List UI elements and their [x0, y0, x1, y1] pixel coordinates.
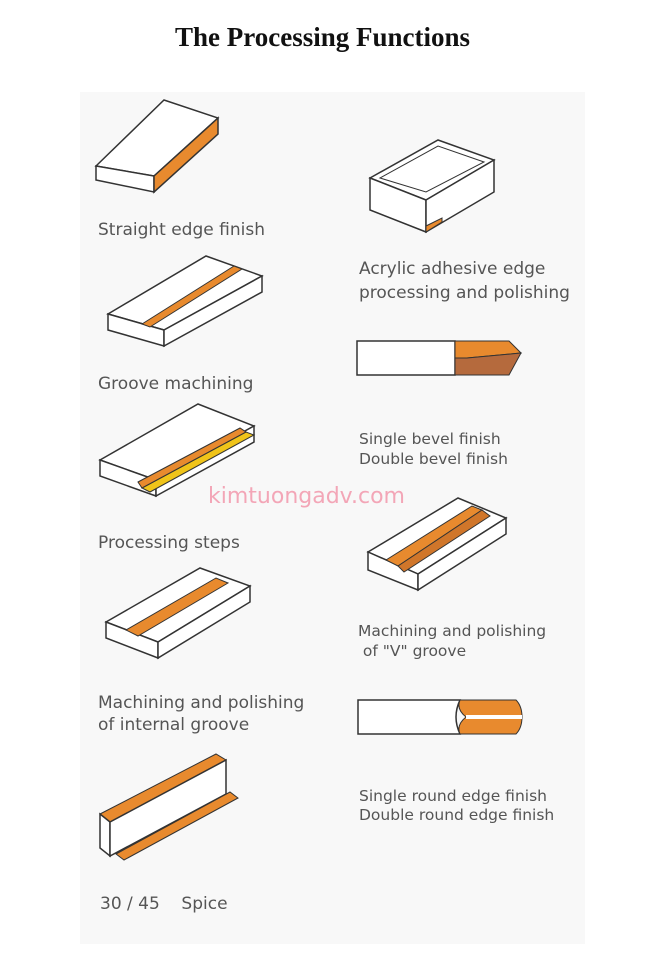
watermark: kimtuongadv.com	[208, 484, 405, 509]
round-edge-figure	[357, 699, 523, 735]
groove-machining-label: Groove machining	[98, 374, 254, 394]
acrylic-box-figure	[368, 139, 496, 234]
v-groove-figure	[366, 497, 508, 592]
v-groove-label-line2: of "V" groove	[358, 642, 467, 660]
single-bevel-label: Single bevel finish	[359, 430, 501, 448]
internal-groove-label-line2: of internal groove	[98, 715, 250, 735]
processing-steps-label: Processing steps	[98, 533, 240, 553]
bevel-figure	[356, 340, 523, 376]
double-round-label: Double round edge finish	[359, 806, 555, 824]
groove-figure	[106, 255, 264, 348]
acrylic-label-line1: Acrylic adhesive edge	[359, 259, 546, 279]
page-title: The Processing Functions	[174, 22, 471, 52]
spice-angle-figure	[99, 753, 239, 861]
processing-steps-figure	[98, 403, 256, 498]
internal-groove-figure	[104, 567, 252, 660]
v-groove-label-line1: Machining and polishing	[358, 622, 547, 640]
acrylic-label-line2: processing and polishing	[359, 283, 570, 303]
internal-groove-label-line1: Machining and polishing	[98, 693, 305, 713]
spice-label: 30 / 45 Spice	[100, 894, 228, 914]
double-bevel-label: Double bevel finish	[359, 450, 508, 468]
straight-edge-label: Straight edge finish	[98, 220, 265, 240]
single-round-label: Single round edge finish	[359, 787, 547, 805]
straight-edge-figure	[94, 99, 220, 194]
